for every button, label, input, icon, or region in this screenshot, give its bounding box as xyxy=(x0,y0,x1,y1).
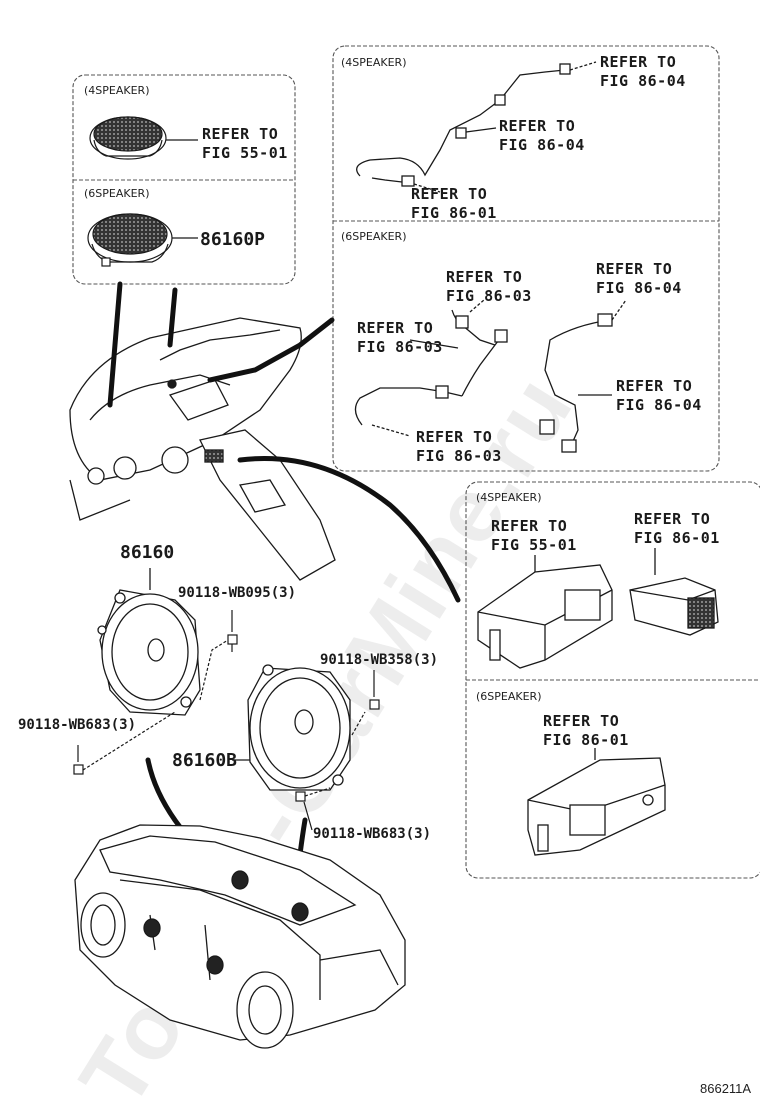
tweeter-6speaker xyxy=(87,213,198,267)
diagram-code: 866211A xyxy=(700,1081,752,1096)
harness-6speaker xyxy=(354,299,627,453)
console-6speaker-section: (6SPEAKER) xyxy=(476,690,542,703)
tweeter-4speaker-refer: REFER TO FIG 55-01 xyxy=(202,125,288,162)
console-switch-6 xyxy=(527,748,666,856)
rear-screw xyxy=(351,670,380,736)
rear-speaker xyxy=(232,664,351,791)
harness-4speaker xyxy=(356,61,597,193)
harness-refer-6e: REFER TO FIG 86-03 xyxy=(416,428,502,465)
front-screw xyxy=(199,610,238,701)
harness-refer-6b: REFER TO FIG 86-04 xyxy=(596,260,682,297)
front-speaker xyxy=(97,568,201,716)
console-4speaker-section: (4SPEAKER) xyxy=(476,491,542,504)
front-bolt-part-number: 90118-WB683(3) xyxy=(18,717,137,733)
console-refer-6: REFER TO FIG 86-01 xyxy=(543,712,629,749)
aux-jack xyxy=(629,577,719,636)
rear-bolt-part-number: 90118-WB683(3) xyxy=(313,826,432,842)
console-refer-4b: REFER TO FIG 86-01 xyxy=(634,510,720,547)
console-refer-4a: REFER TO FIG 55-01 xyxy=(491,517,577,554)
harness-refer-top: REFER TO FIG 86-04 xyxy=(600,53,686,90)
harness-refer-6a: REFER TO FIG 86-03 xyxy=(446,268,532,305)
rear-bolt xyxy=(295,787,331,831)
rear-screw-part-number: 90118-WB358(3) xyxy=(320,652,439,668)
tweeter-4speaker-section: (4SPEAKER) xyxy=(84,84,150,97)
front-screw-part-number: 90118-WB095(3) xyxy=(178,585,297,601)
rear-speaker-part-number: 86160B xyxy=(172,750,238,771)
tweeter-6speaker-section: (6SPEAKER) xyxy=(84,187,150,200)
harness-6speaker-section: (6SPEAKER) xyxy=(341,230,407,243)
dashboard xyxy=(69,317,336,581)
harness-refer-mid: REFER TO FIG 86-04 xyxy=(499,117,585,154)
harness-box xyxy=(332,45,720,472)
front-speaker-part-number: 86160 xyxy=(120,542,175,563)
car-body xyxy=(74,824,406,1049)
harness-refer-6c: REFER TO FIG 86-03 xyxy=(357,319,443,356)
harness-refer-low: REFER TO FIG 86-01 xyxy=(411,185,497,222)
tweeter-4speaker xyxy=(89,116,198,160)
console-switch-4 xyxy=(477,548,656,669)
harness-4speaker-section: (4SPEAKER) xyxy=(341,56,407,69)
harness-refer-6d: REFER TO FIG 86-04 xyxy=(616,377,702,414)
tweeter-part-number: 86160P xyxy=(200,229,266,250)
front-bolt xyxy=(73,711,176,775)
